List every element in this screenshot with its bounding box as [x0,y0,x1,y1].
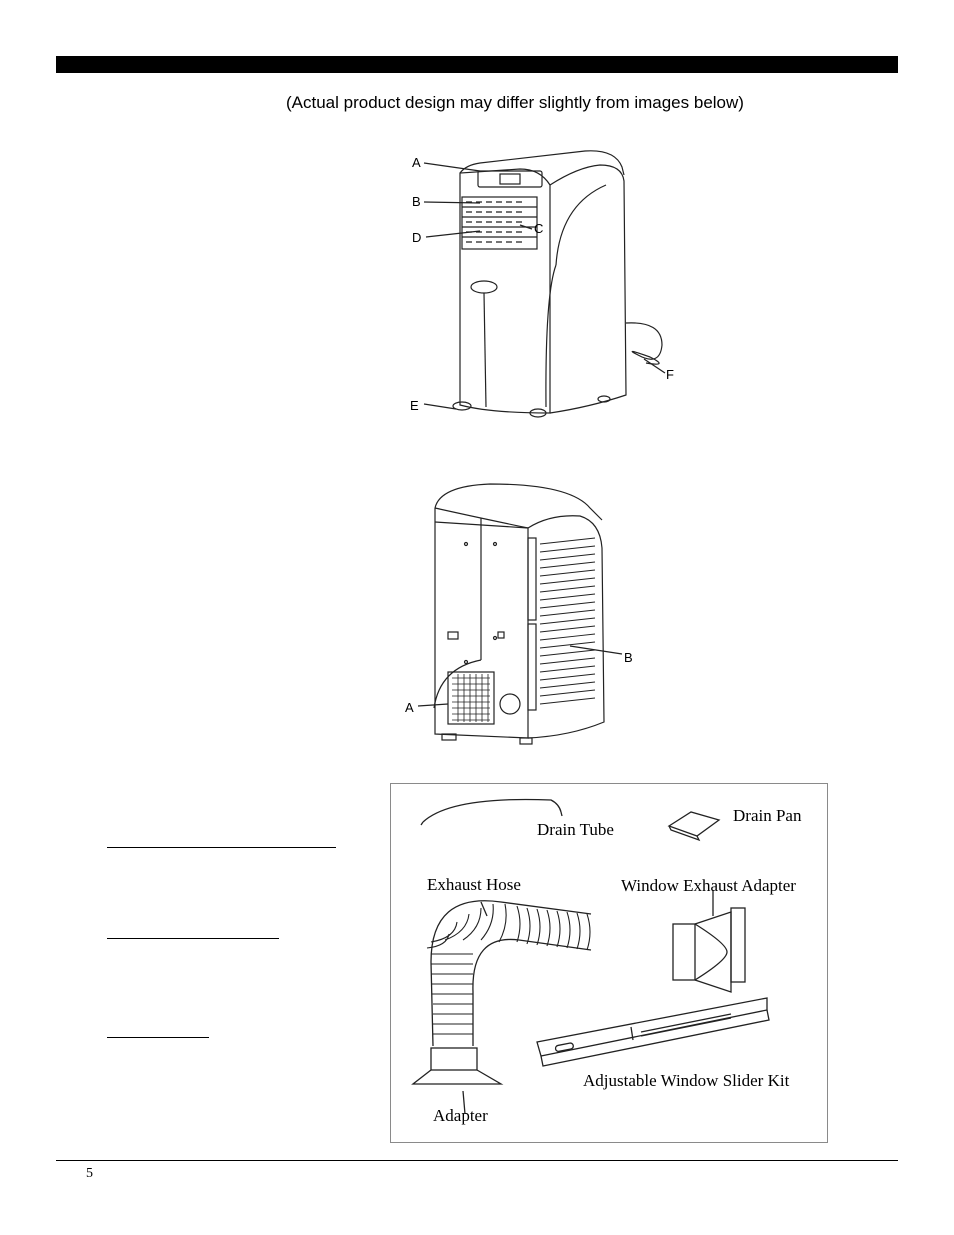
blank-line-2 [107,938,279,939]
label-exhaust-hose: Exhaust Hose [427,875,521,894]
rear-label-a: A [405,700,414,715]
front-label-e: E [410,398,419,413]
front-label-b: B [412,194,421,209]
label-adapter: Adapter [433,1106,488,1125]
rear-view-illustration: A B [405,483,633,745]
label-window-exhaust-adapter: Window Exhaust Adapter [621,876,796,895]
rear-label-b: B [624,650,633,665]
front-view-illustration: A B C D E F [410,150,674,418]
blank-line-1 [107,847,336,848]
page-number: 5 [86,1166,93,1181]
label-drain-tube: Drain Tube [537,820,614,839]
blank-line-3 [107,1037,209,1038]
accessories-panel: Drain Tube Drain Pan Exhaust Hose Window… [390,783,828,1143]
label-drain-pan: Drain Pan [733,806,802,825]
footer-rule [56,1160,898,1161]
design-disclaimer: (Actual product design may differ slight… [286,93,744,112]
label-slider-kit: Adjustable Window Slider Kit [583,1071,790,1090]
header-bar [56,56,898,73]
front-label-f: F [666,367,674,382]
front-label-d: D [412,230,421,245]
front-label-a: A [412,155,421,170]
accessories-illustration [411,798,770,1115]
front-label-c: C [534,221,543,236]
